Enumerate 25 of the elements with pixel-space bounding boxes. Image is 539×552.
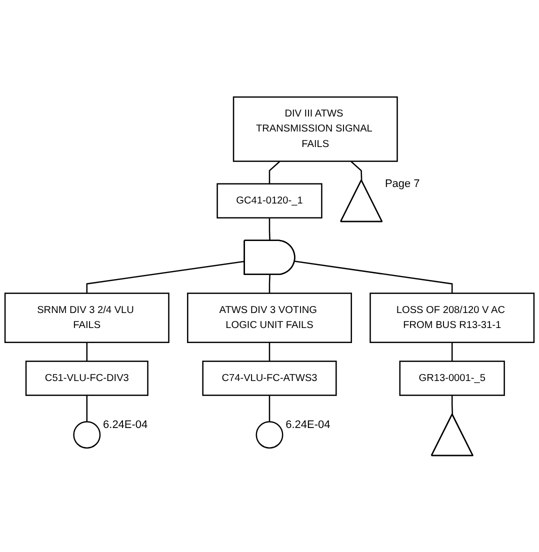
connector [268,274,270,293]
node-box: GR13-0001-_5 [399,360,505,396]
node-circle [73,420,101,448]
node-box: ATWS DIV 3 VOTING LOGIC UNIT FAILS [187,292,352,343]
node-box: C74-VLU-FC-ATWS3 [202,360,337,396]
connector [86,342,88,361]
probability-label: 6.24E-04 [103,419,148,432]
node-box: C51-VLU-FC-DIV3 [25,360,148,396]
connector [451,395,454,414]
connector [86,260,245,293]
node-circle [256,420,284,448]
connector [294,260,453,293]
page-reference-label: Page 7 [384,178,420,190]
node-box: SRNM DIV 3 2/4 VLU FAILS [4,292,170,343]
connector [350,160,362,180]
node-box: GC41-0120-_1 [216,182,322,218]
connector [451,342,453,361]
connector [268,342,270,361]
node-box: DIV III ATWS TRANSMISSION SIGNAL FAILS [232,96,398,162]
connector [268,395,270,422]
node-box: LOSS OF 208/120 V AC FROM BUS R13-31-1 [370,292,535,343]
connector [86,395,88,422]
connector [268,160,280,184]
connector [268,218,270,240]
probability-label: 6.24E-04 [286,419,330,432]
